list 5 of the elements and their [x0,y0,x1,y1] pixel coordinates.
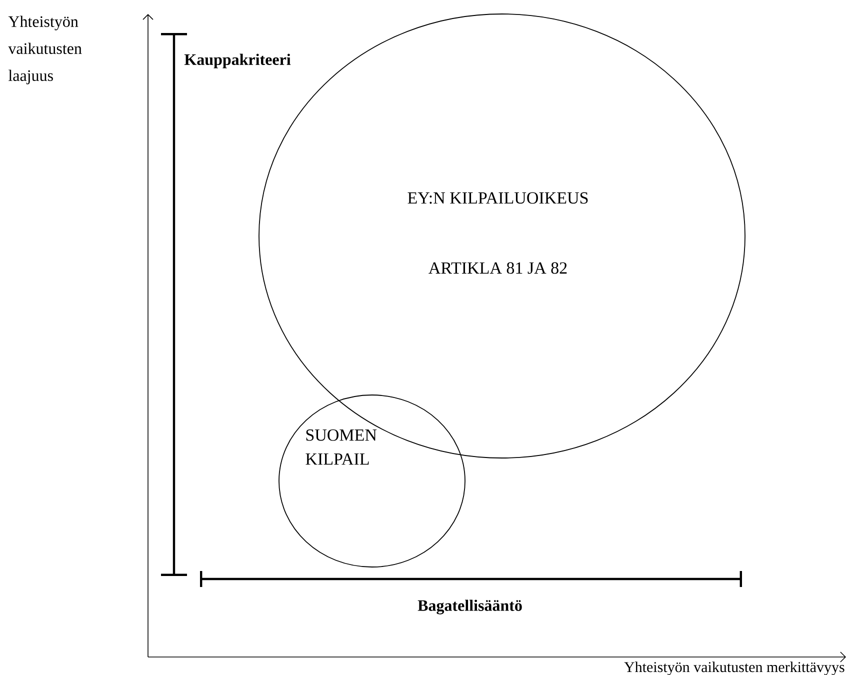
axis-label: Yhteistyön vaikutusten laajuus [8,16,82,84]
axis-label: Yhteistyön vaikutusten merkittävyys [624,662,844,675]
dimension-label: Kauppakriteeri [184,54,291,68]
circle-region: SUOMEN KILPAIL [278,394,466,568]
dimension-label: Bagatellisääntö [418,600,522,614]
